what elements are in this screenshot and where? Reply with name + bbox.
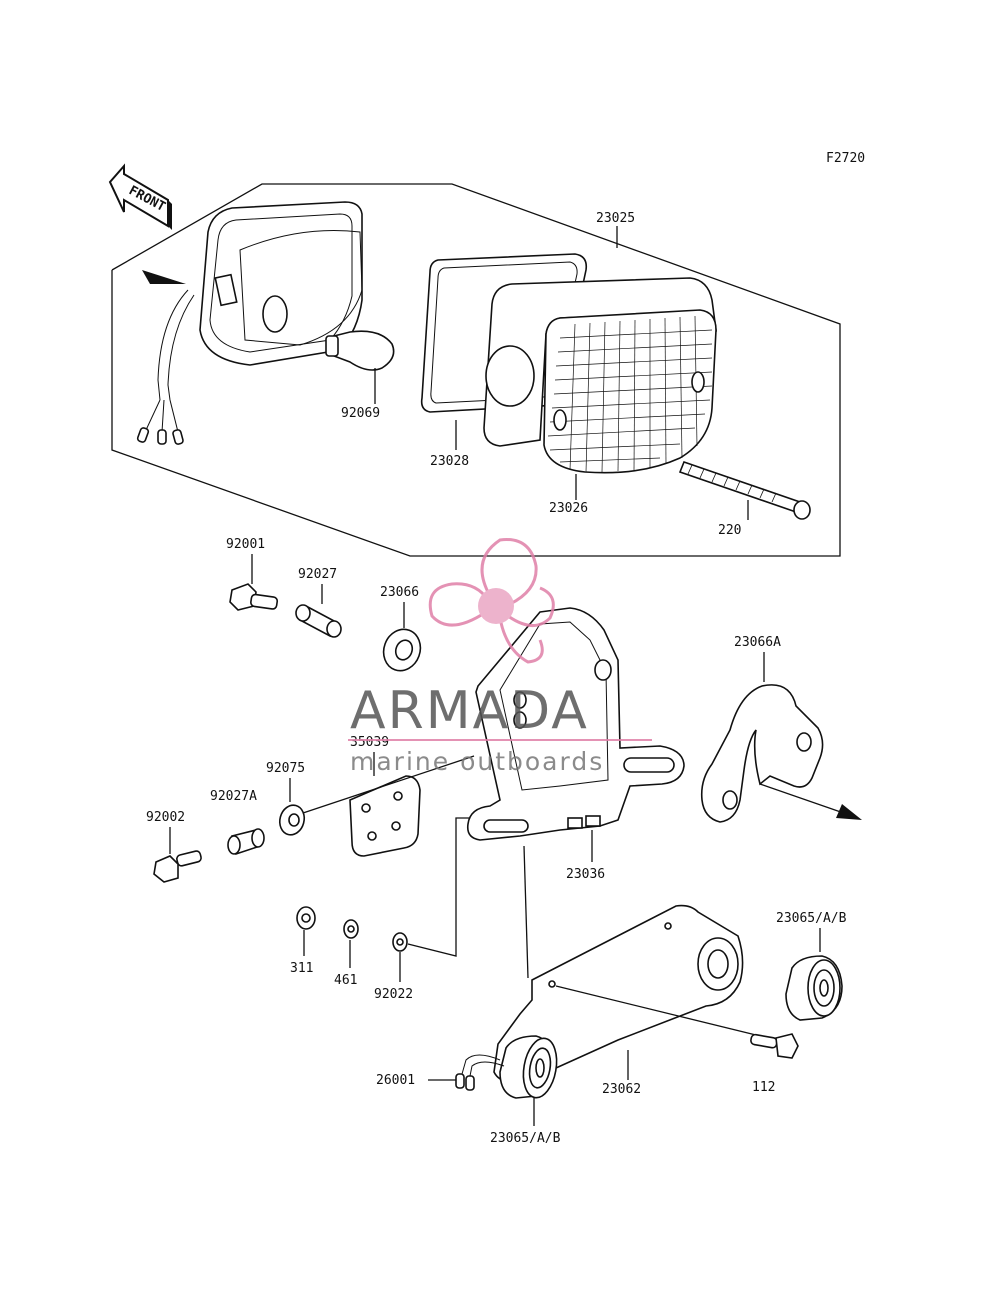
label-23026: 23026: [549, 501, 588, 516]
spacer-small-icon: [227, 828, 265, 856]
label-461: 461: [334, 973, 357, 988]
bolt-small-icon: [153, 850, 202, 883]
lock-washer-icon: [343, 919, 359, 939]
direction-marker-right-icon: [836, 804, 862, 820]
watermark-brand: ARMADA: [350, 681, 589, 741]
propeller-icon: [428, 538, 555, 664]
watermark-tagline: marine outboards: [350, 747, 604, 776]
leader-92022-bracket: [407, 817, 470, 957]
grommet-icon: [382, 628, 422, 672]
bolt-icon: [229, 583, 279, 611]
nut-icon: [296, 906, 316, 930]
bulb-icon: [325, 330, 395, 371]
spacer-icon: [295, 604, 342, 638]
wire-connector-icon: [136, 399, 184, 445]
license-lamp-bottom: [499, 1035, 558, 1099]
label-92002: 92002: [146, 810, 185, 825]
label-23066: 23066: [380, 585, 419, 600]
label-92027A: 92027A: [210, 789, 257, 804]
figure-code: F2720: [826, 151, 865, 166]
leader-plate-bracket: [299, 755, 475, 815]
label-92027: 92027: [298, 567, 337, 582]
label-220: 220: [718, 523, 741, 538]
label-23066A: 23066A: [734, 635, 781, 650]
taillight-base-housing: [157, 201, 363, 401]
mounting-plate: [349, 775, 421, 857]
taillight-lens: [483, 277, 718, 474]
screw-icon: [678, 460, 811, 520]
label-23065-right: 23065/A/B: [776, 911, 847, 926]
assembly-outline: [111, 183, 841, 557]
license-lamp-right: [785, 955, 843, 1021]
wiring-harness-icon: [455, 1054, 505, 1091]
label-92022: 92022: [374, 987, 413, 1002]
washer-icon: [278, 804, 306, 836]
front-arrow-icon: FRONT: [108, 163, 172, 230]
label-92001: 92001: [226, 537, 265, 552]
armada-watermark-logo: ARMADA marine outboards: [348, 538, 652, 776]
label-23036: 23036: [566, 867, 605, 882]
direction-marker-icon: [142, 270, 186, 284]
bracket-cover: [700, 684, 824, 823]
label-26001: 26001: [376, 1073, 415, 1088]
leader-bracket-lower: [523, 845, 529, 979]
bolt-112-icon: [750, 1033, 799, 1059]
license-bracket: [466, 607, 685, 841]
label-35039: 35039: [350, 735, 389, 750]
label-23025: 23025: [596, 211, 635, 226]
label-92069: 92069: [341, 406, 380, 421]
label-23065-bottom: 23065/A/B: [490, 1131, 561, 1146]
label-23028: 23028: [430, 454, 469, 469]
washer-small-icon: [392, 932, 408, 952]
leader-112: [555, 985, 761, 1037]
label-311: 311: [290, 961, 313, 976]
label-112: 112: [752, 1080, 775, 1095]
lamp-bracket: [493, 904, 744, 1082]
label-92075: 92075: [266, 761, 305, 776]
label-23062: 23062: [602, 1082, 641, 1097]
